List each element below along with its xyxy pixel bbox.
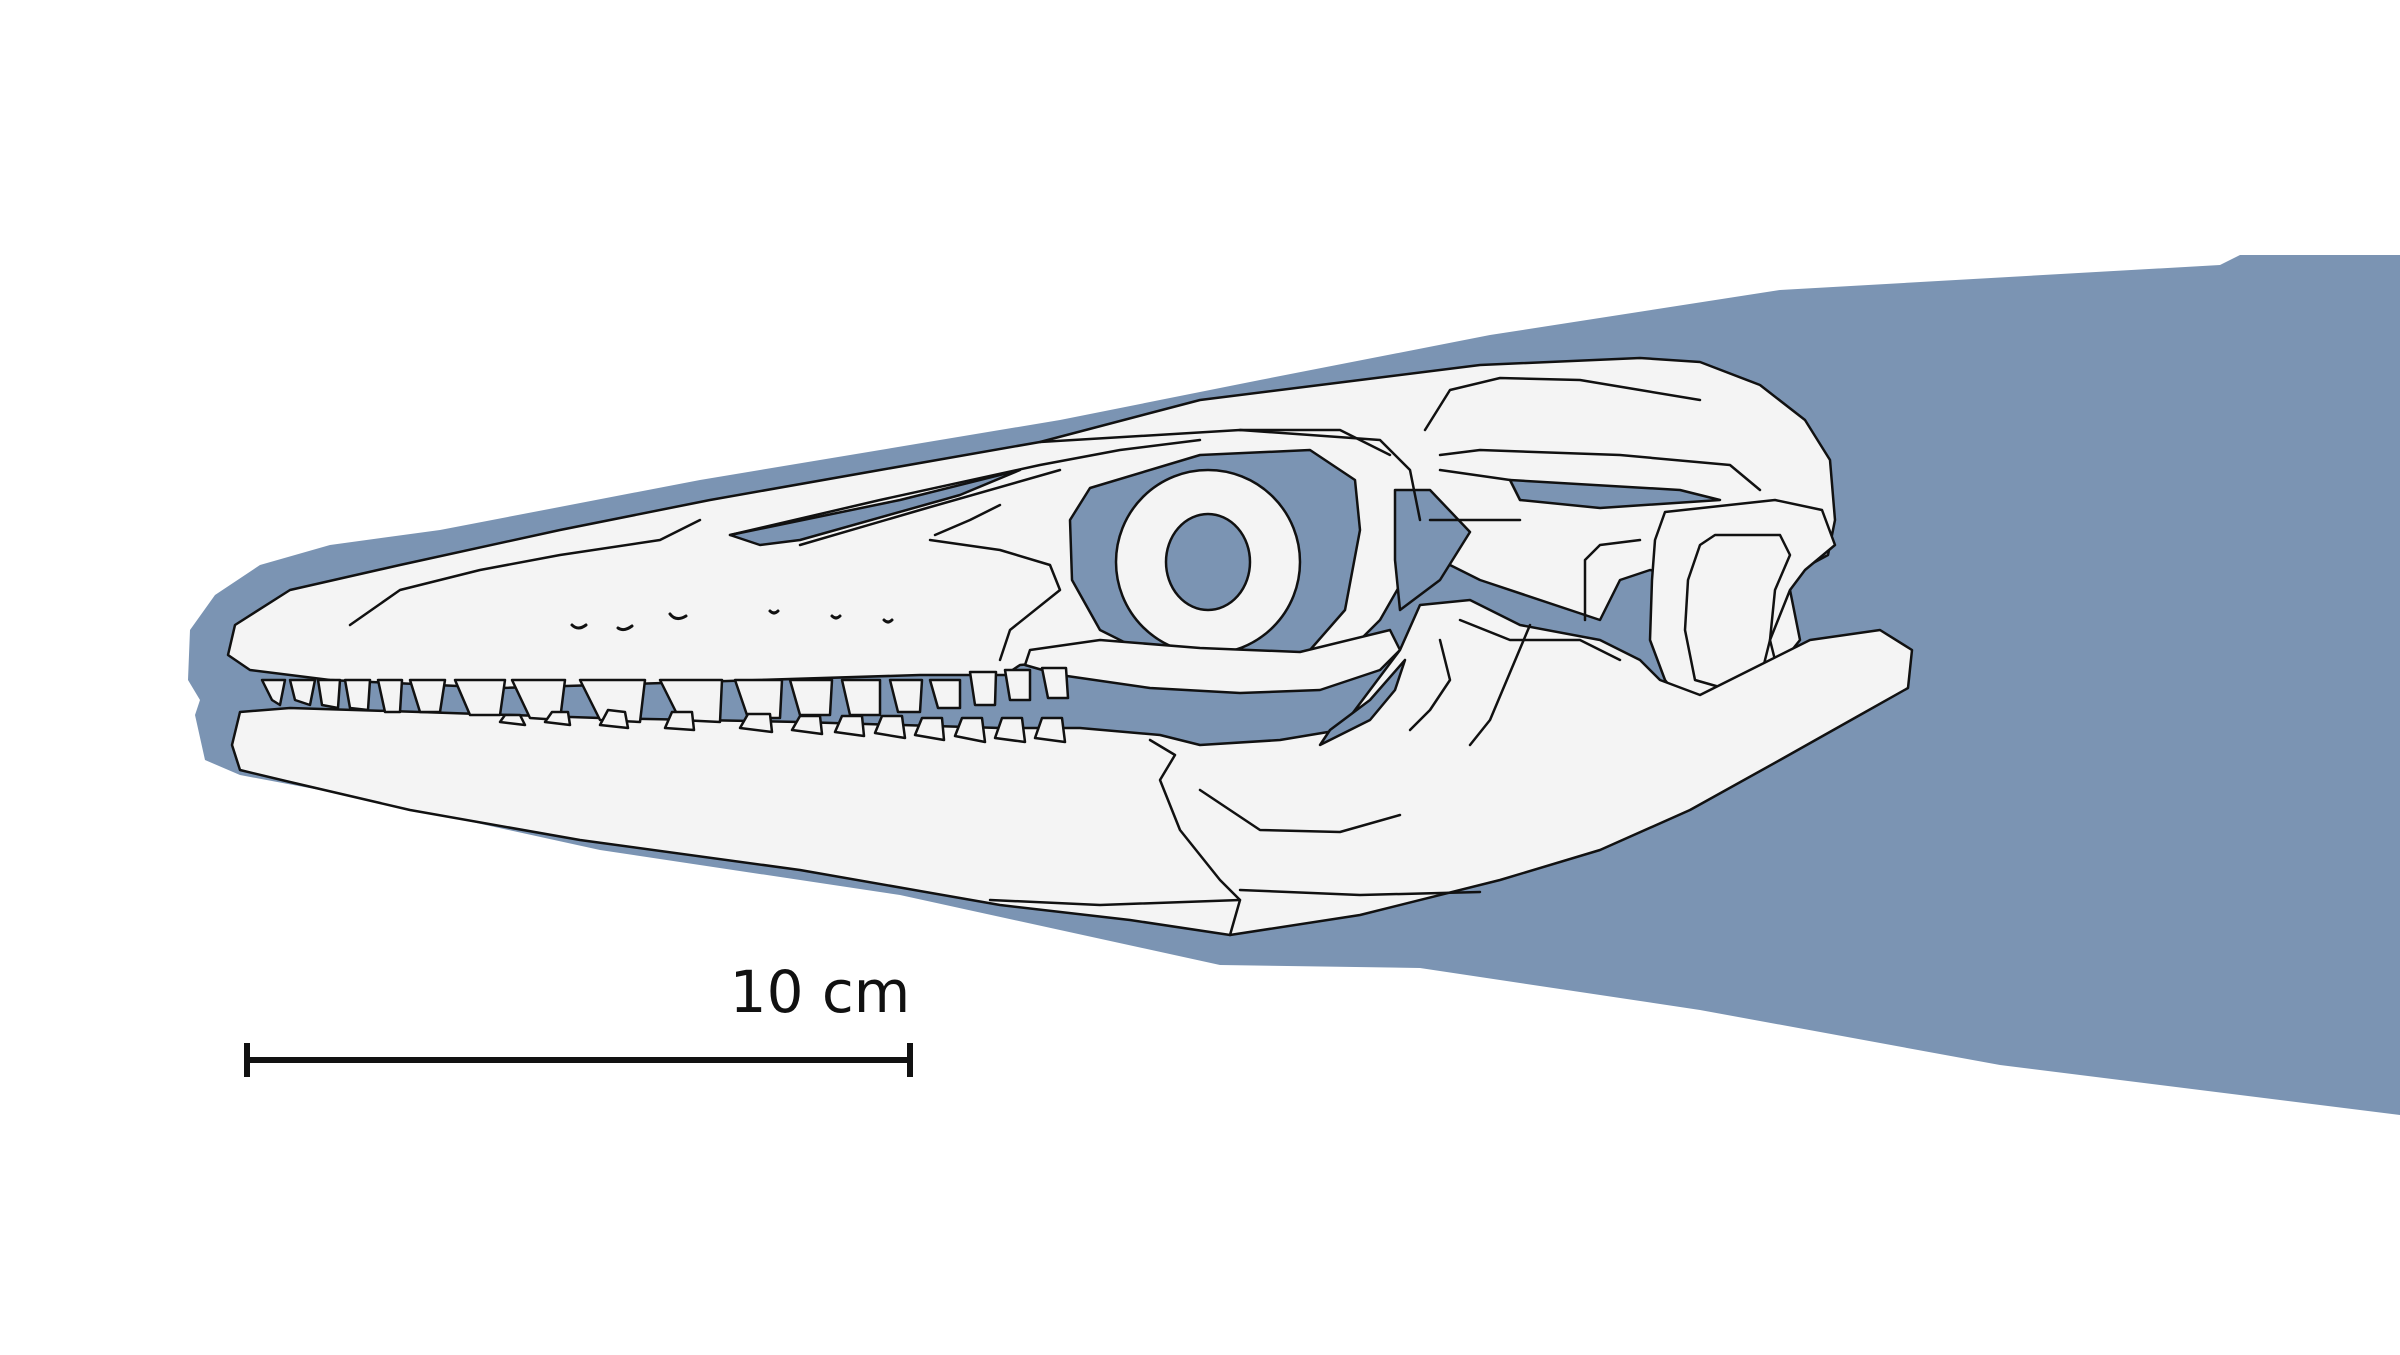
adductor-fossa: [1318, 658, 1407, 747]
suture-lines: [348, 376, 1762, 937]
lower-teeth: [498, 708, 1067, 744]
lower-jaw: [230, 598, 1914, 937]
scale-bar: [244, 1043, 913, 1077]
pupil-opening: [1164, 512, 1252, 612]
upper-teeth: [260, 666, 1070, 724]
scale-bar-label: 10 cm: [729, 958, 911, 1026]
nasal-opening: [728, 468, 1022, 547]
snout-foramina: [570, 609, 894, 632]
